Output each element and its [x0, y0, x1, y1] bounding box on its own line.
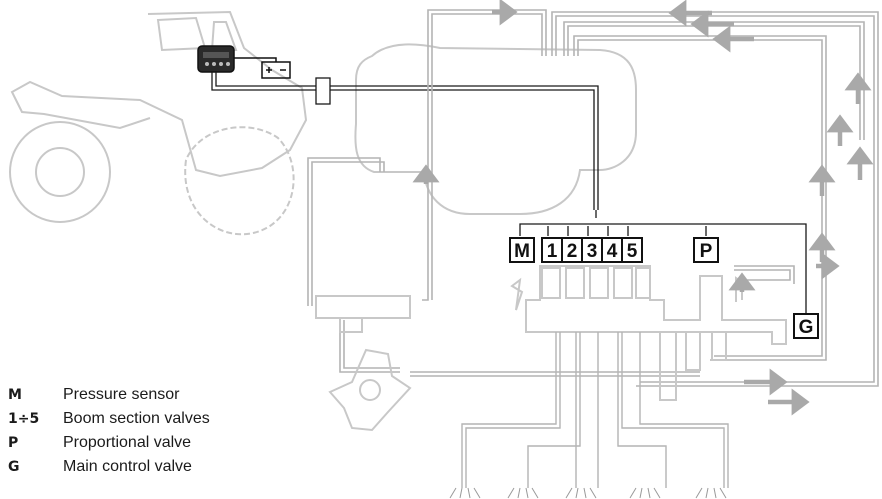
hose-network [307, 9, 879, 387]
valve-label-g-text: G [799, 317, 814, 338]
control-unit-icon [197, 45, 235, 73]
valve-label-4: 4 [601, 237, 623, 263]
legend: M Pressure sensor 1÷5 Boom section valve… [8, 384, 258, 480]
legend-key: G [8, 459, 20, 475]
tractor-outline [9, 10, 308, 236]
valve-label-3-text: 3 [587, 241, 598, 262]
legend-text: Proportional valve [63, 434, 192, 451]
valve-label-2: 2 [561, 237, 583, 263]
wiring-harness [211, 72, 807, 314]
battery-icon [234, 57, 291, 79]
valve-label-3: 3 [581, 237, 603, 263]
legend-text: Pressure sensor [63, 386, 180, 403]
valve-label-p-text: P [700, 241, 713, 262]
valve-label-g: G [793, 313, 819, 339]
valve-manifold [510, 265, 787, 401]
valve-label-1-text: 1 [547, 241, 558, 262]
pump-outline [315, 295, 412, 432]
valve-label-2-text: 2 [567, 241, 578, 262]
valve-label-p: P [693, 237, 719, 263]
legend-item-pressure-sensor: M Pressure sensor [8, 384, 258, 408]
legend-key: 1÷5 [8, 411, 40, 427]
boom-lines [461, 332, 729, 488]
valve-label-4-text: 4 [607, 241, 618, 262]
nozzle-groups [449, 487, 727, 499]
legend-key: P [8, 435, 19, 451]
flow-arrows [412, 0, 874, 416]
tank-outline [354, 43, 637, 215]
valve-label-5: 5 [621, 237, 643, 263]
valve-label-m-text: M [514, 241, 530, 262]
legend-item-boom-section-valves: 1÷5 Boom section valves [8, 408, 258, 432]
legend-key: M [8, 387, 22, 403]
legend-item-proportional-valve: P Proportional valve [8, 432, 258, 456]
valve-label-1: 1 [541, 237, 563, 263]
legend-text: Main control valve [63, 458, 192, 475]
valve-label-5-text: 5 [627, 241, 638, 262]
legend-item-main-control-valve: G Main control valve [8, 456, 258, 480]
valve-label-m: M [509, 237, 535, 263]
legend-text: Boom section valves [63, 410, 210, 427]
